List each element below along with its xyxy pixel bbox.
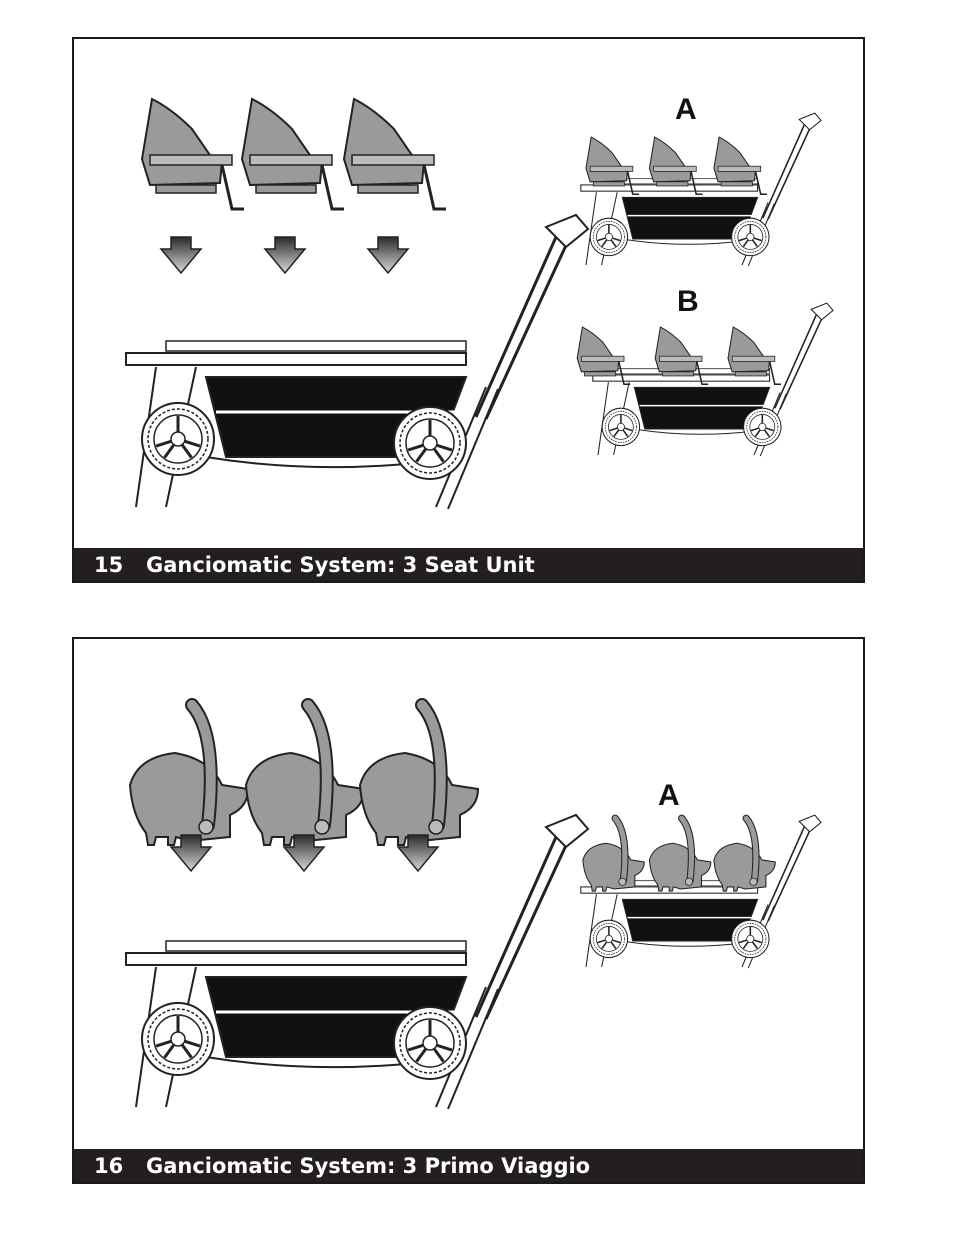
infant-carrier-icon	[360, 705, 478, 845]
figure-panel-16: A 16 Ganciomatic System: 3 Primo Viaggio	[72, 637, 865, 1184]
stroller-small-a	[581, 814, 822, 969]
wheel-icon	[392, 405, 468, 481]
down-arrow-icon	[264, 236, 306, 274]
seat-unit-illustration	[124, 97, 834, 511]
wheel-icon	[392, 1005, 468, 1081]
seat-unit-icon	[140, 97, 246, 211]
stroller-small-b	[576, 302, 834, 457]
wheel-icon	[140, 401, 216, 477]
figure-panel-15: A B 15 Ganciomatic System: 3 Seat Unit	[72, 37, 865, 583]
infant-carrier-icon	[246, 705, 364, 845]
label-a: A	[658, 779, 680, 812]
infant-carrier-icon	[130, 705, 248, 845]
figure-number: 15	[94, 552, 124, 577]
figure-title: Ganciomatic System: 3 Primo Viaggio	[146, 1153, 591, 1178]
stroller-small-a	[580, 112, 822, 267]
figure-number: 16	[94, 1153, 124, 1178]
down-arrow-icon	[160, 236, 202, 274]
seat-unit-icon	[342, 97, 448, 211]
primo-viaggio-illustration	[74, 639, 822, 1111]
label-a: A	[675, 93, 697, 126]
figure-caption: 16 Ganciomatic System: 3 Primo Viaggio	[74, 1149, 863, 1182]
down-arrow-icon	[367, 236, 409, 274]
figure-caption: 15 Ganciomatic System: 3 Seat Unit	[74, 548, 863, 581]
label-b: B	[677, 285, 699, 318]
seat-unit-icon	[240, 97, 346, 211]
figure-title: Ganciomatic System: 3 Seat Unit	[146, 552, 535, 577]
wheel-icon	[140, 1001, 216, 1077]
